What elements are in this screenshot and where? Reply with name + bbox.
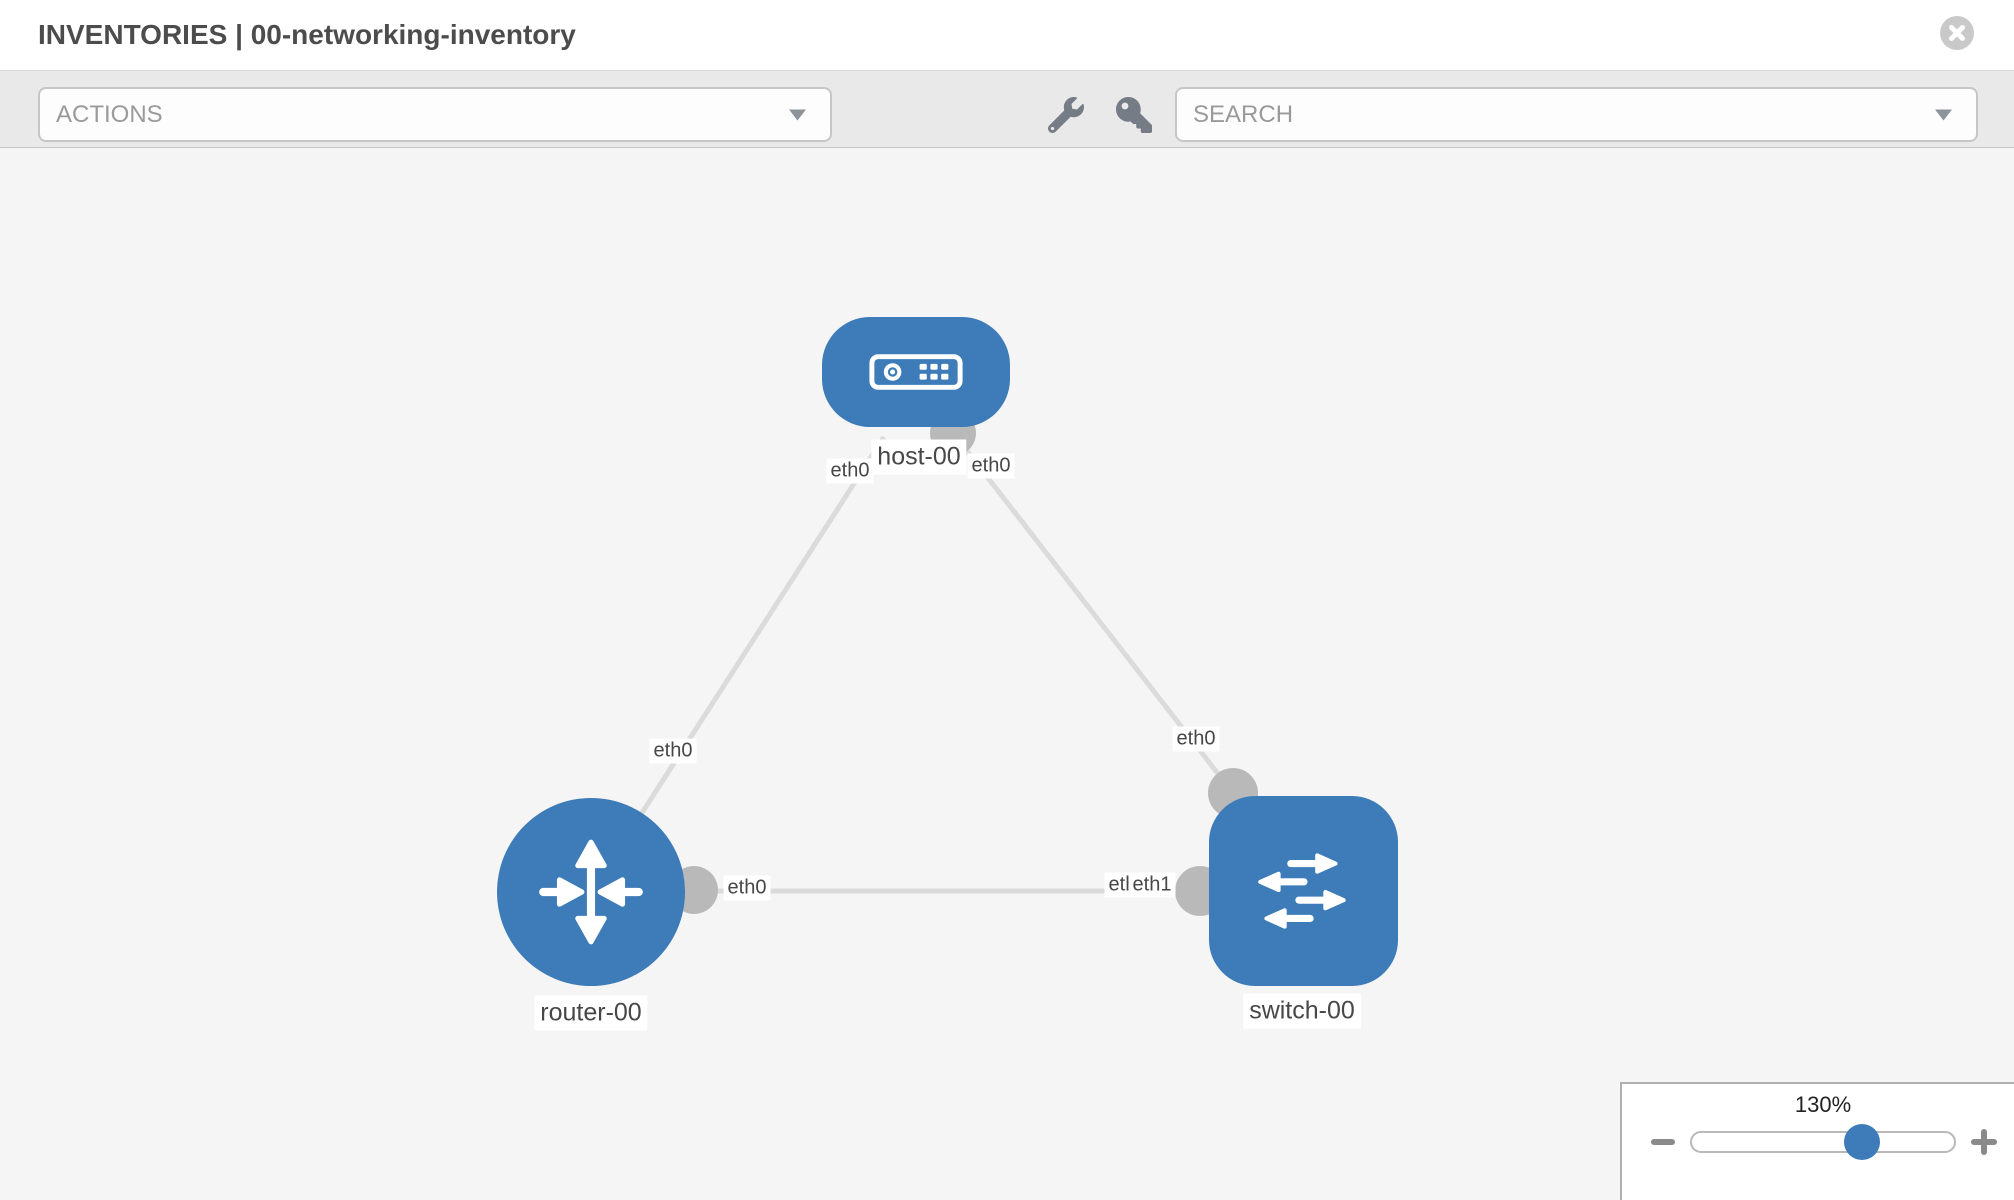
iface-label-router-eth0-to-host: eth0: [649, 738, 697, 764]
chevron-down-icon: [789, 109, 806, 120]
close-x-icon: [1949, 25, 1965, 41]
search-dropdown[interactable]: [1175, 87, 1978, 142]
zoom-slider-knob[interactable]: [1844, 1124, 1880, 1160]
node-router-00[interactable]: [497, 798, 685, 986]
node-label-host-00: host-00: [871, 439, 967, 475]
zoom-control-panel: 130%: [1620, 1082, 2014, 1200]
iface-label-host-eth0-to-router: eth0: [826, 458, 874, 484]
iface-label-switch-eth1: eth1: [1128, 872, 1176, 898]
node-label-router-00: router-00: [534, 995, 648, 1031]
close-button[interactable]: [1940, 16, 1974, 50]
zoom-level-value: 130%: [1794, 1092, 1852, 1117]
node-host-00[interactable]: [822, 317, 1010, 427]
router-arrows-icon: [539, 839, 643, 945]
key-icon: [1116, 97, 1152, 133]
iface-label-router-eth0-to-switch: eth0: [723, 875, 771, 901]
actions-dropdown-label: ACTIONS: [56, 100, 163, 128]
chevron-down-icon: [1935, 109, 1952, 120]
credentials-button[interactable]: [1112, 93, 1156, 137]
header-bar: INVENTORIES | 00-networking-inventory: [0, 0, 2014, 70]
node-label-switch-00: switch-00: [1243, 993, 1361, 1029]
search-input[interactable]: [1177, 99, 1895, 130]
server-icon: [869, 354, 963, 390]
zoom-in-plus-icon[interactable]: [1981, 1129, 1987, 1155]
wrench-icon: [1048, 97, 1084, 133]
configure-tools-button[interactable]: [1044, 93, 1088, 137]
actions-dropdown[interactable]: ACTIONS: [38, 87, 832, 142]
toolbar: ACTIONS: [0, 70, 2014, 148]
page-title: INVENTORIES | 00-networking-inventory: [38, 19, 576, 50]
zoom-out-minus-icon[interactable]: [1651, 1139, 1675, 1145]
zoom-slider-track[interactable]: [1690, 1131, 1956, 1153]
switch-arrows-icon: [1257, 853, 1346, 929]
iface-label-switch-eth0: eth0: [1172, 726, 1220, 752]
iface-label-host-eth0-to-switch: eth0: [967, 453, 1015, 479]
node-switch-00[interactable]: [1209, 796, 1398, 986]
